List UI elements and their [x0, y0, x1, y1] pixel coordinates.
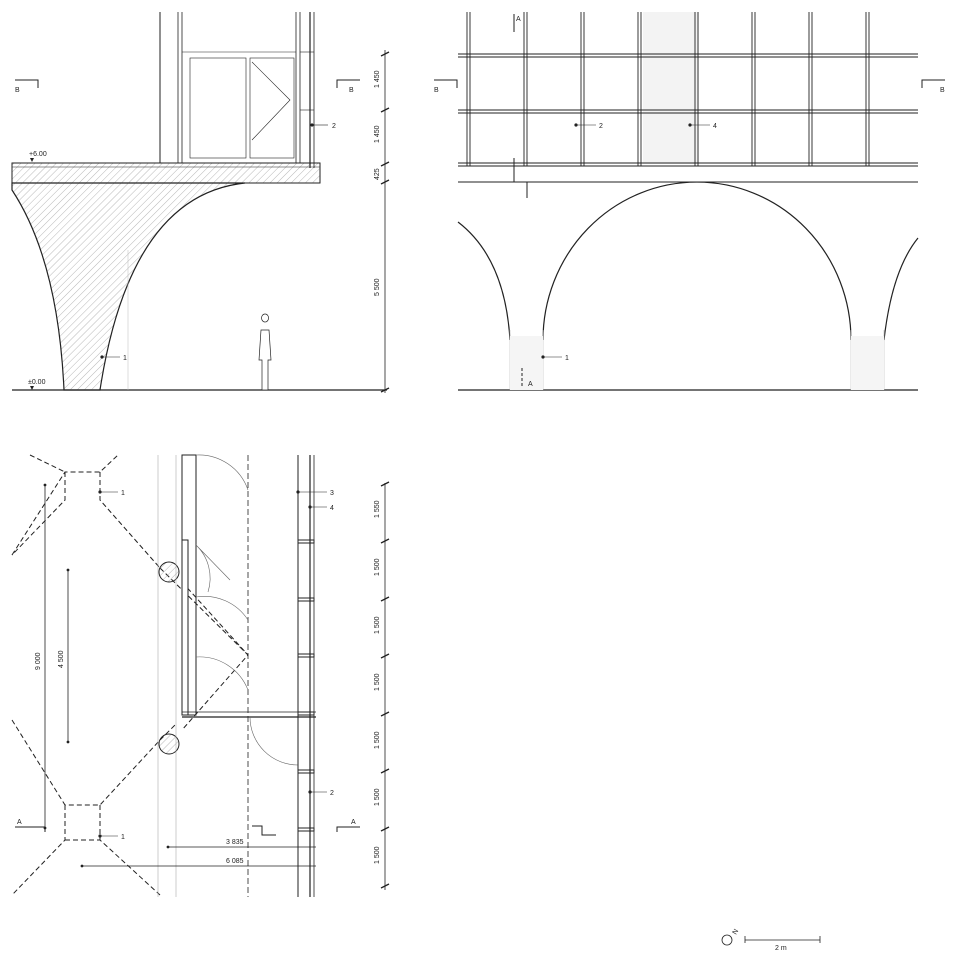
section-column-arch [11, 182, 246, 391]
north-arrow-icon [721, 934, 733, 946]
north-arrow-label: N [732, 928, 741, 936]
section-dim-1: 1 450 [374, 70, 381, 88]
elevation-cut-label-left: B [434, 87, 439, 94]
plan-cut-label-left: A [17, 819, 22, 826]
elevation-callout-panel: 4 [713, 123, 717, 130]
section-human-figure [258, 313, 272, 391]
plan-dim-right-3: 1 500 [374, 616, 381, 634]
section-door-swing [251, 61, 291, 141]
elevation-cut-label-right: B [940, 87, 945, 94]
elevation-callout-mullion: 2 [599, 123, 603, 130]
section-level-upper: +6.00 [29, 151, 47, 158]
section-dim-2: 1 450 [374, 125, 381, 143]
plan-callout-col-top: 1 [121, 490, 125, 497]
plan-callout-panel: 4 [330, 505, 334, 512]
section-dim-3: 425 [374, 168, 381, 180]
plan-dim-right-1: 1 550 [374, 500, 381, 518]
plan-dim-right-7: 1 500 [374, 846, 381, 864]
scale-bar-label: 2 m [775, 945, 787, 952]
plan-dim-right-2: 1 500 [374, 558, 381, 576]
plan-dim-right-5: 1 500 [374, 731, 381, 749]
plan-callout-col-bottom: 1 [121, 834, 125, 841]
scale-bar [744, 936, 821, 943]
elevation-arch-right [883, 237, 919, 341]
section-slab [11, 162, 321, 184]
elevation-cut-label-bottom: A [528, 381, 533, 388]
elevation-arch-center [542, 181, 852, 341]
section-cut-label-left: B [15, 87, 20, 94]
section-callout-glazing: 2 [332, 123, 336, 130]
plan-dim-right-6: 1 500 [374, 788, 381, 806]
elevation-cut-label-top: A [516, 16, 521, 23]
plan-cut-label-right: A [351, 819, 356, 826]
plan-column-bottom [158, 733, 180, 755]
section-level-ground: ±0.00 [28, 379, 46, 386]
plan-dim-3835-label: 3 835 [226, 839, 244, 846]
plan-column-top [158, 561, 180, 583]
plan-dim-9000-label: 9 000 [35, 652, 42, 670]
plan-dim-right-4: 1 500 [374, 673, 381, 691]
plan-dim-4500-label: 4 500 [58, 650, 65, 668]
section-cut-label-right: B [349, 87, 354, 94]
elevation-drawing [434, 12, 945, 391]
plan-drawing [11, 454, 390, 897]
section-callout-column: 1 [123, 355, 127, 362]
plan-dim-6085-label: 6 085 [226, 858, 244, 865]
elevation-arch-left [457, 221, 511, 341]
plan-callout-mullion: 2 [330, 790, 334, 797]
section-dim-4: 5 500 [374, 278, 381, 296]
plan-callout-door: 3 [330, 490, 334, 497]
elevation-callout-arch: 1 [565, 355, 569, 362]
section-drawing [11, 12, 390, 393]
